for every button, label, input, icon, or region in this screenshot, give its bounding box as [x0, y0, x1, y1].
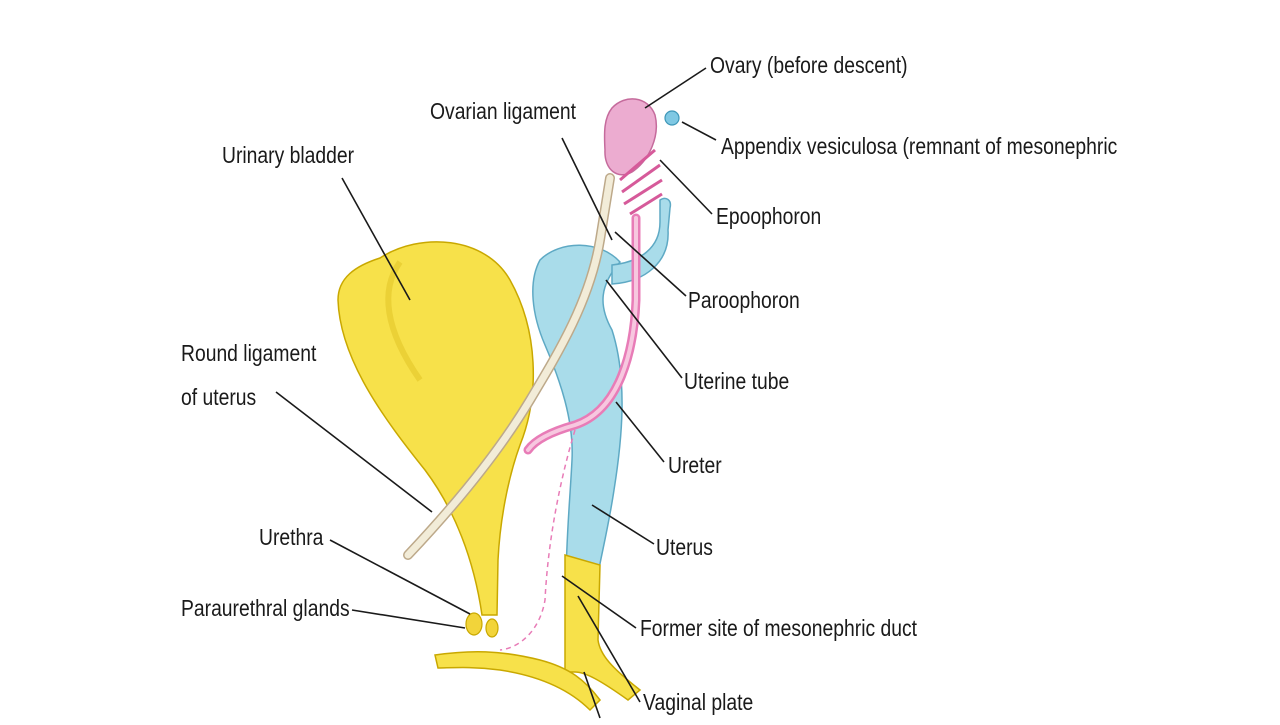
leader-uterine-tube — [605, 279, 683, 379]
label-paroophoron: Paroophoron — [688, 287, 800, 313]
paraurethral-gland-shape-2 — [485, 618, 499, 638]
epoophoron-tubules — [619, 148, 663, 216]
leader-paraurethral — [351, 609, 466, 629]
leader-lines — [275, 67, 717, 719]
label-uterine-tube: Uterine tube — [684, 368, 790, 394]
label-round-ligament-line1: Round ligament — [181, 340, 317, 366]
leader-paroophoron — [614, 231, 687, 297]
mesonephric-duct-remnant — [499, 429, 576, 651]
label-ovarian-ligament: Ovarian ligament — [430, 98, 577, 124]
label-urethra: Urethra — [259, 524, 324, 550]
leader-urethra — [329, 539, 471, 615]
uterine-tube-shape — [611, 197, 672, 285]
label-former-site: Former site of mesonephric duct — [640, 615, 918, 641]
label-paraurethral-glands: Paraurethral glands — [181, 595, 350, 621]
ovary-shape — [603, 98, 657, 176]
leader-ovary — [644, 67, 707, 109]
round-ligament-fill — [404, 174, 614, 559]
ureter-inner — [526, 216, 638, 452]
uterus-shape — [532, 244, 623, 586]
label-ureter: Ureter — [668, 452, 722, 478]
leader-ovarian-ligament — [561, 137, 613, 241]
leader-vaginal-plate-2 — [583, 671, 601, 719]
leader-round-ligament — [275, 391, 433, 513]
label-vaginal-plate: Vaginal plate — [643, 689, 754, 715]
leader-uterus — [591, 504, 655, 545]
paraurethral-gland-shape — [465, 612, 483, 636]
appendix-vesiculosa-shape — [664, 110, 680, 126]
label-epoophoron: Epoophoron — [716, 203, 822, 229]
label-appendix-vesiculosa: Appendix vesiculosa (remnant of mesoneph… — [721, 133, 1118, 159]
label-urinary-bladder: Urinary bladder — [222, 142, 355, 168]
label-uterus: Uterus — [656, 534, 713, 560]
leader-ureter — [615, 401, 665, 463]
label-ovary: Ovary (before descent) — [710, 52, 908, 78]
leader-urinary-bladder — [341, 177, 411, 301]
leader-vaginal-plate — [577, 595, 641, 703]
leader-former-site — [561, 575, 637, 629]
urinary-bladder-shape — [337, 241, 535, 616]
leader-appendix — [681, 121, 717, 141]
label-round-ligament-line2: of uterus — [181, 384, 257, 410]
leader-epoophoron — [659, 159, 713, 215]
